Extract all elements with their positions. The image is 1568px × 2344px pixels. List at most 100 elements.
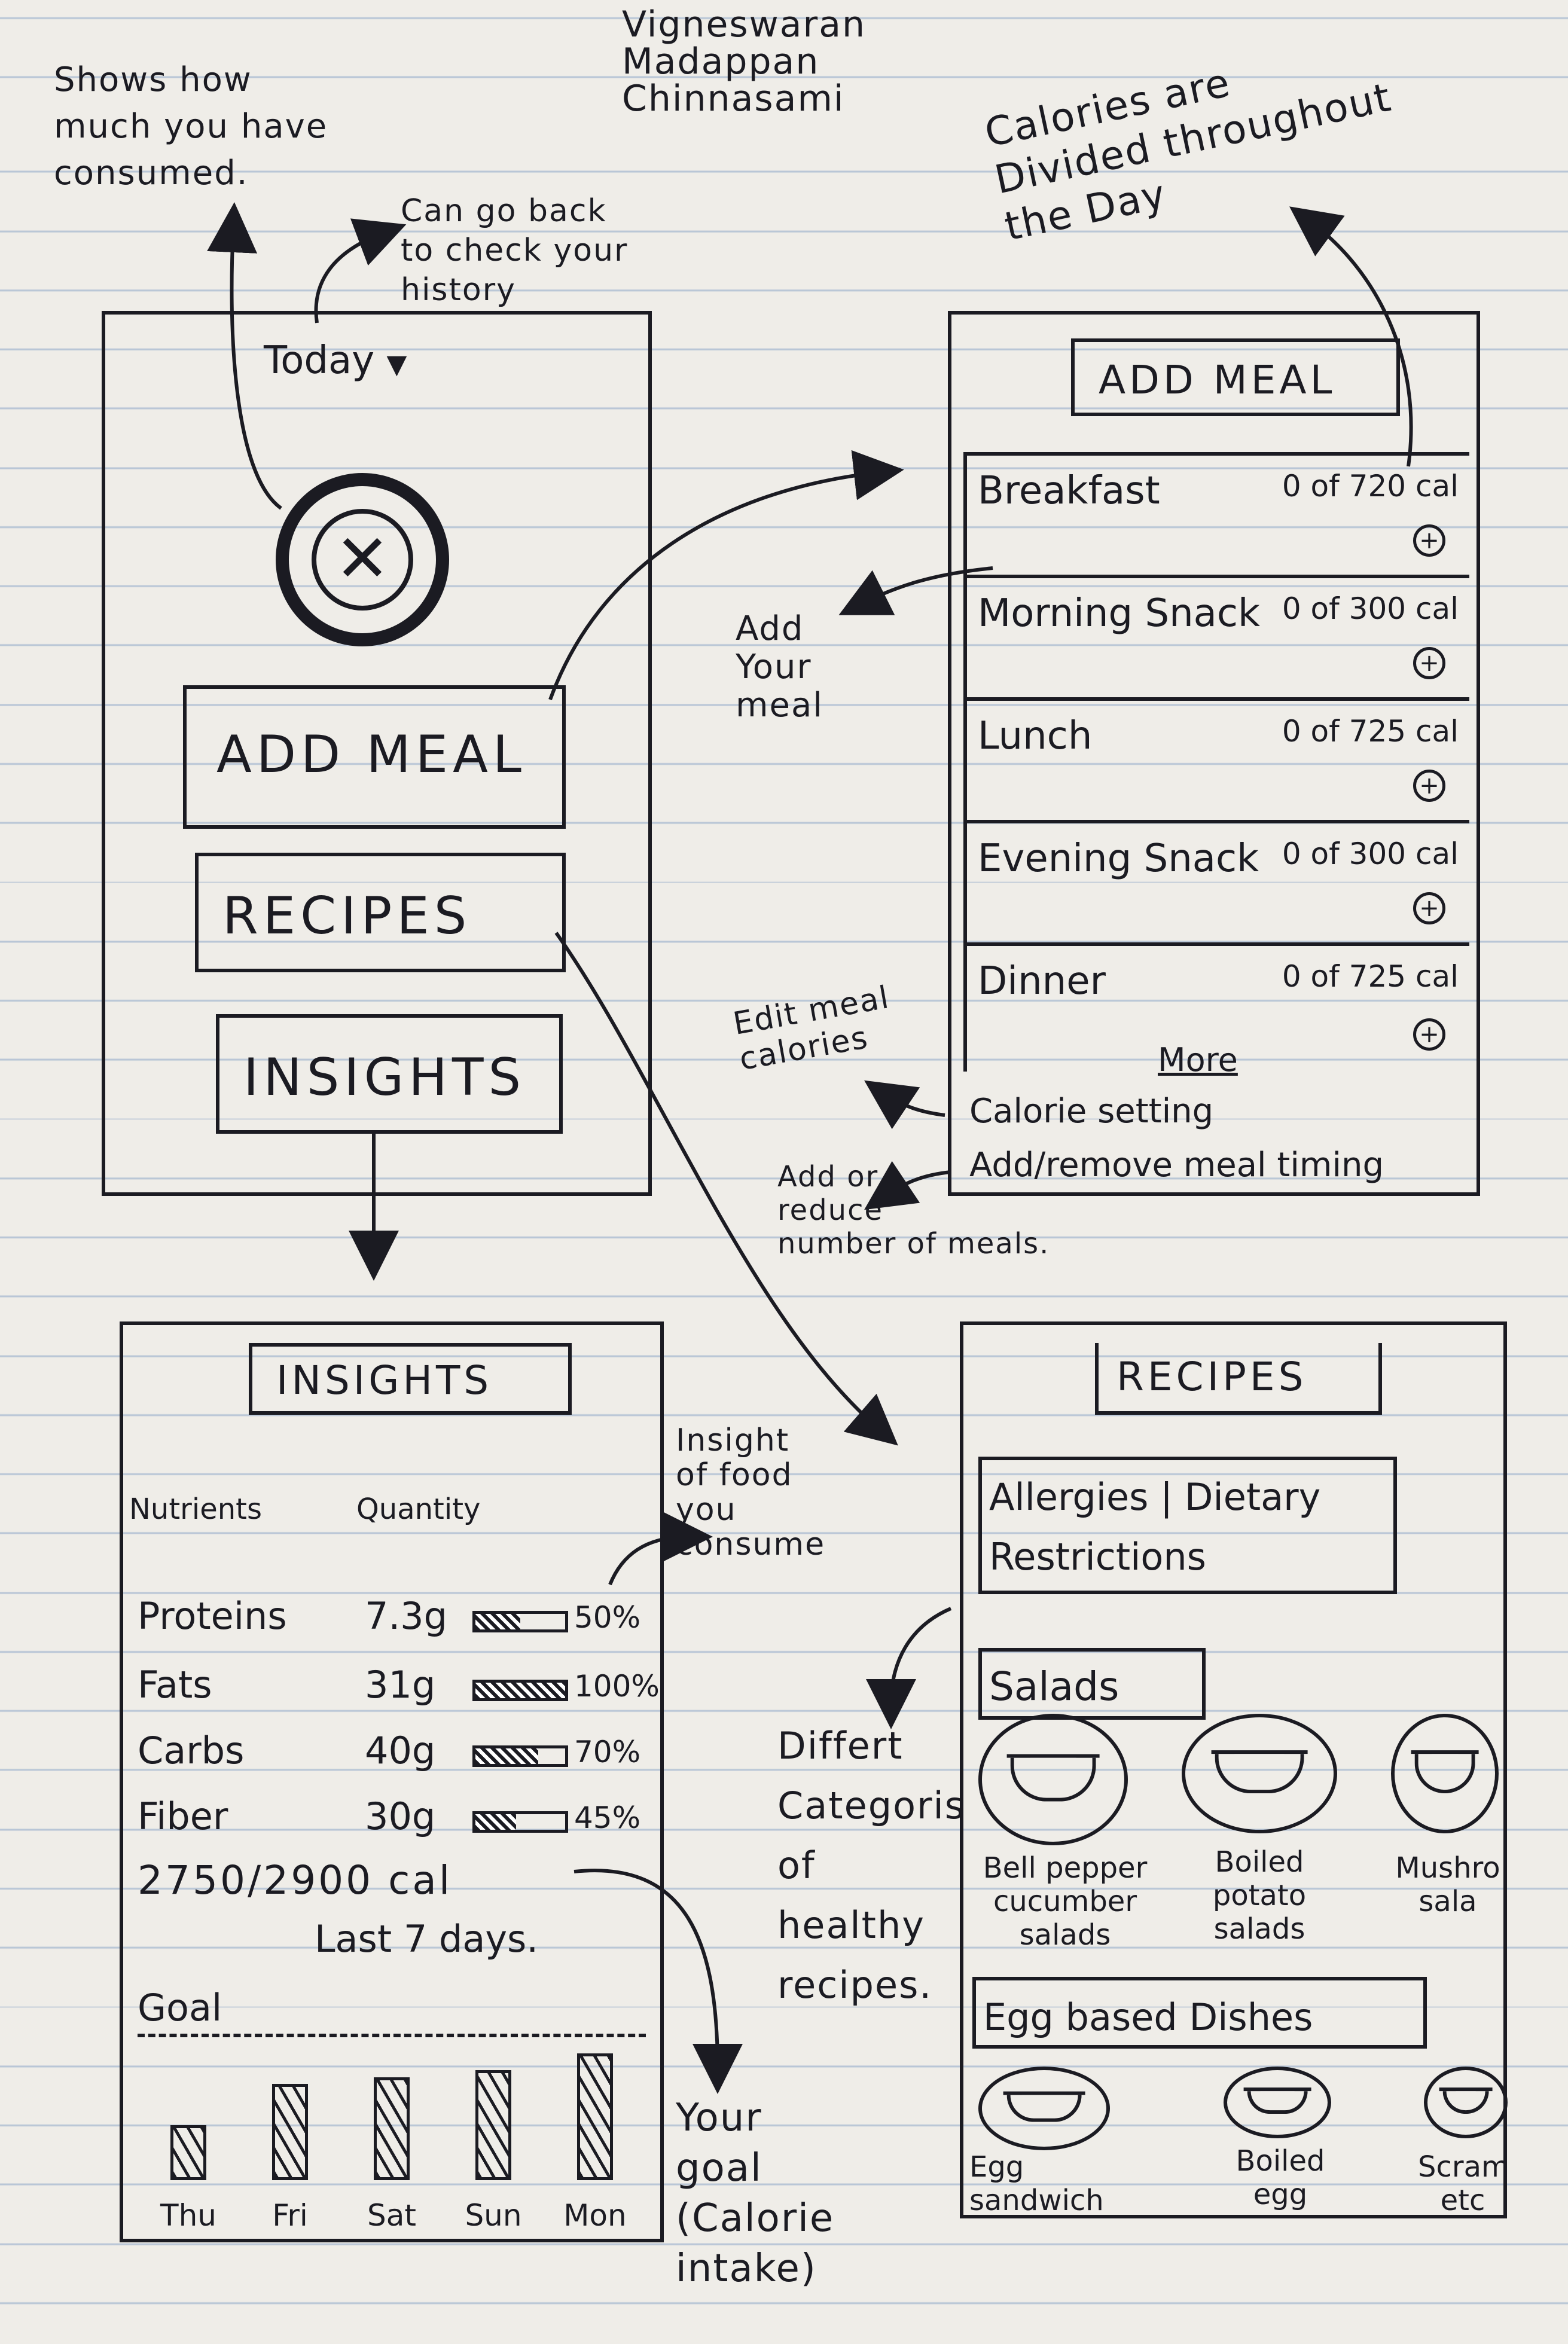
nutrient-progress-fill xyxy=(475,1614,520,1629)
day-calorie-bar xyxy=(475,2070,511,2180)
recipe-caption: Bell pepper cucumber salads xyxy=(983,1851,1148,1952)
meal-calories: 0 of 725 cal xyxy=(1282,714,1459,749)
nutrient-name: Fiber xyxy=(138,1794,228,1838)
arrow-meal-timing xyxy=(864,1161,951,1210)
recipe-card-mushroom-salad[interactable] xyxy=(1391,1714,1499,1833)
plus-icon[interactable]: + xyxy=(1413,770,1445,802)
meal-name: Morning Snack xyxy=(978,591,1261,636)
insights-screen-title-label: INSIGHTS xyxy=(276,1357,493,1403)
meal-timing-link[interactable]: Add/remove meal timing xyxy=(969,1146,1384,1185)
column-header-quantity: Quantity xyxy=(356,1493,481,1526)
nutrient-percent: 50% xyxy=(574,1600,641,1635)
add-meal-screen: ADD MEAL Breakfast 0 of 720 cal + Mornin… xyxy=(948,311,1480,1196)
date-selector-label: Today xyxy=(264,338,375,383)
nutrient-progress-fill xyxy=(475,1814,516,1830)
meal-name: Evening Snack xyxy=(978,837,1259,881)
arrow-today-to-history xyxy=(314,218,407,323)
allergies-filter-label: Allergies | Dietary Restrictions xyxy=(989,1475,1321,1579)
nutrient-progress-bar xyxy=(472,1745,568,1767)
nutrient-quantity: 31g xyxy=(365,1663,436,1707)
annotation-consumed: Shows how much you have consumed. xyxy=(54,60,328,193)
fork-knife-icon: ✕ xyxy=(312,509,413,611)
caret-down-icon: ▼ xyxy=(386,349,407,380)
nutrient-quantity: 40g xyxy=(365,1729,436,1772)
nutrient-percent: 45% xyxy=(574,1800,641,1835)
insights-button[interactable]: INSIGHTS xyxy=(216,1014,563,1134)
day-calorie-bar xyxy=(374,2077,410,2180)
add-meal-button-label: ADD MEAL xyxy=(216,725,526,785)
meal-name: Dinner xyxy=(978,959,1106,1003)
annotation-your-goal: Your goal (Calorie intake) xyxy=(676,2096,835,2291)
add-meal-screen-title-label: ADD MEAL xyxy=(1099,357,1336,403)
recipe-caption: Boiled egg xyxy=(1236,2144,1325,2211)
nutrient-row: Fats 31g 100% xyxy=(138,1663,660,1720)
section-title: Egg based Dishes xyxy=(983,1995,1313,2039)
recipes-screen: RECIPES Allergies | Dietary Restrictions… xyxy=(960,1321,1509,2218)
goal-label: Goal xyxy=(138,1986,222,2029)
recipe-card-bell-pepper-salad[interactable] xyxy=(978,1714,1128,1845)
arrow-calorie-setting xyxy=(864,1080,945,1130)
meal-name: Lunch xyxy=(978,714,1093,758)
recipe-card-boiled-egg[interactable] xyxy=(1224,2067,1331,2138)
arrow-breakfast-to-divided xyxy=(1289,206,1413,467)
day-label: Sun xyxy=(465,2198,522,2233)
insights-button-label: INSIGHTS xyxy=(243,1048,526,1107)
allergies-filter-button[interactable]: Allergies | Dietary Restrictions xyxy=(978,1457,1397,1594)
nutrient-percent: 100% xyxy=(574,1669,660,1704)
arrow-ring-to-consumed xyxy=(207,202,282,510)
meal-calories: 0 of 720 cal xyxy=(1282,469,1459,503)
meal-row-lunch[interactable]: Lunch 0 of 725 cal + xyxy=(967,701,1469,823)
nutrient-row: Carbs 40g 70% xyxy=(138,1729,652,1786)
recipe-card-scrambled-egg[interactable] xyxy=(1424,2067,1508,2138)
plus-icon[interactable]: + xyxy=(1413,892,1445,924)
section-title: Salads xyxy=(989,1664,1119,1710)
goal-line xyxy=(138,2034,646,2037)
recipes-screen-title-label: RECIPES xyxy=(1116,1354,1307,1400)
arrow-categories xyxy=(866,1607,952,1729)
day-calorie-bar xyxy=(272,2084,308,2180)
insights-screen-title: INSIGHTS xyxy=(249,1343,572,1415)
nutrient-name: Proteins xyxy=(138,1594,287,1638)
meal-row-dinner[interactable]: Dinner 0 of 725 cal + xyxy=(967,946,1469,1069)
recipe-caption: Scram etc xyxy=(1418,2150,1509,2217)
meal-calories: 0 of 725 cal xyxy=(1282,959,1459,994)
recipes-button-label: RECIPES xyxy=(222,886,472,946)
recipe-card-boiled-potato-salad[interactable] xyxy=(1182,1714,1337,1833)
section-egg-dishes: Egg based Dishes xyxy=(972,1977,1427,2049)
annotation-history: Can go back to check your history xyxy=(401,193,629,308)
calorie-setting-link[interactable]: Calorie setting xyxy=(969,1092,1214,1131)
plus-icon[interactable]: + xyxy=(1413,524,1445,557)
salad-bowl-icon xyxy=(1411,1750,1479,1793)
home-screen: Today ▼ ✕ ADD MEAL RECIPES INSIGHTS xyxy=(102,311,652,1196)
section-salads: Salads xyxy=(978,1648,1206,1720)
meal-row-breakfast[interactable]: Breakfast 0 of 720 cal + xyxy=(967,456,1469,578)
day-label: Fri xyxy=(272,2198,308,2233)
meal-name: Breakfast xyxy=(978,469,1160,513)
nutrient-row: Proteins 7.3g 50% xyxy=(138,1594,652,1652)
arrow-addmeal-to-screen xyxy=(548,450,904,701)
column-header-nutrients: Nutrients xyxy=(129,1493,262,1526)
meal-row-evening-snack[interactable]: Evening Snack 0 of 300 cal + xyxy=(967,823,1469,946)
annotation-add-your-meal: Add Your meal xyxy=(736,609,823,725)
day-calorie-bar xyxy=(170,2125,206,2180)
meal-list: Breakfast 0 of 720 cal + Morning Snack 0… xyxy=(963,452,1469,1072)
nutrient-row: Fiber 30g 45% xyxy=(138,1794,652,1852)
date-selector[interactable]: Today ▼ xyxy=(264,338,407,383)
nutrient-progress-bar xyxy=(472,1811,568,1833)
recipes-screen-title: RECIPES xyxy=(1095,1343,1382,1415)
arrow-recipes-to-screen xyxy=(554,932,898,1446)
recipes-button[interactable]: RECIPES xyxy=(195,853,566,972)
plus-icon[interactable]: + xyxy=(1413,647,1445,679)
nutrient-progress-fill xyxy=(475,1683,565,1698)
arrow-meal-to-add-note xyxy=(838,566,993,615)
more-link[interactable]: More xyxy=(1158,1041,1238,1079)
add-meal-button[interactable]: ADD MEAL xyxy=(183,685,566,829)
meal-calories: 0 of 300 cal xyxy=(1282,591,1459,626)
period-label: Last 7 days. xyxy=(315,1917,539,1961)
add-meal-screen-title: ADD MEAL xyxy=(1071,338,1400,416)
meal-row-morning-snack[interactable]: Morning Snack 0 of 300 cal + xyxy=(967,578,1469,701)
recipe-card-egg-sandwich[interactable] xyxy=(978,2067,1110,2150)
plus-icon[interactable]: + xyxy=(1413,1018,1445,1051)
